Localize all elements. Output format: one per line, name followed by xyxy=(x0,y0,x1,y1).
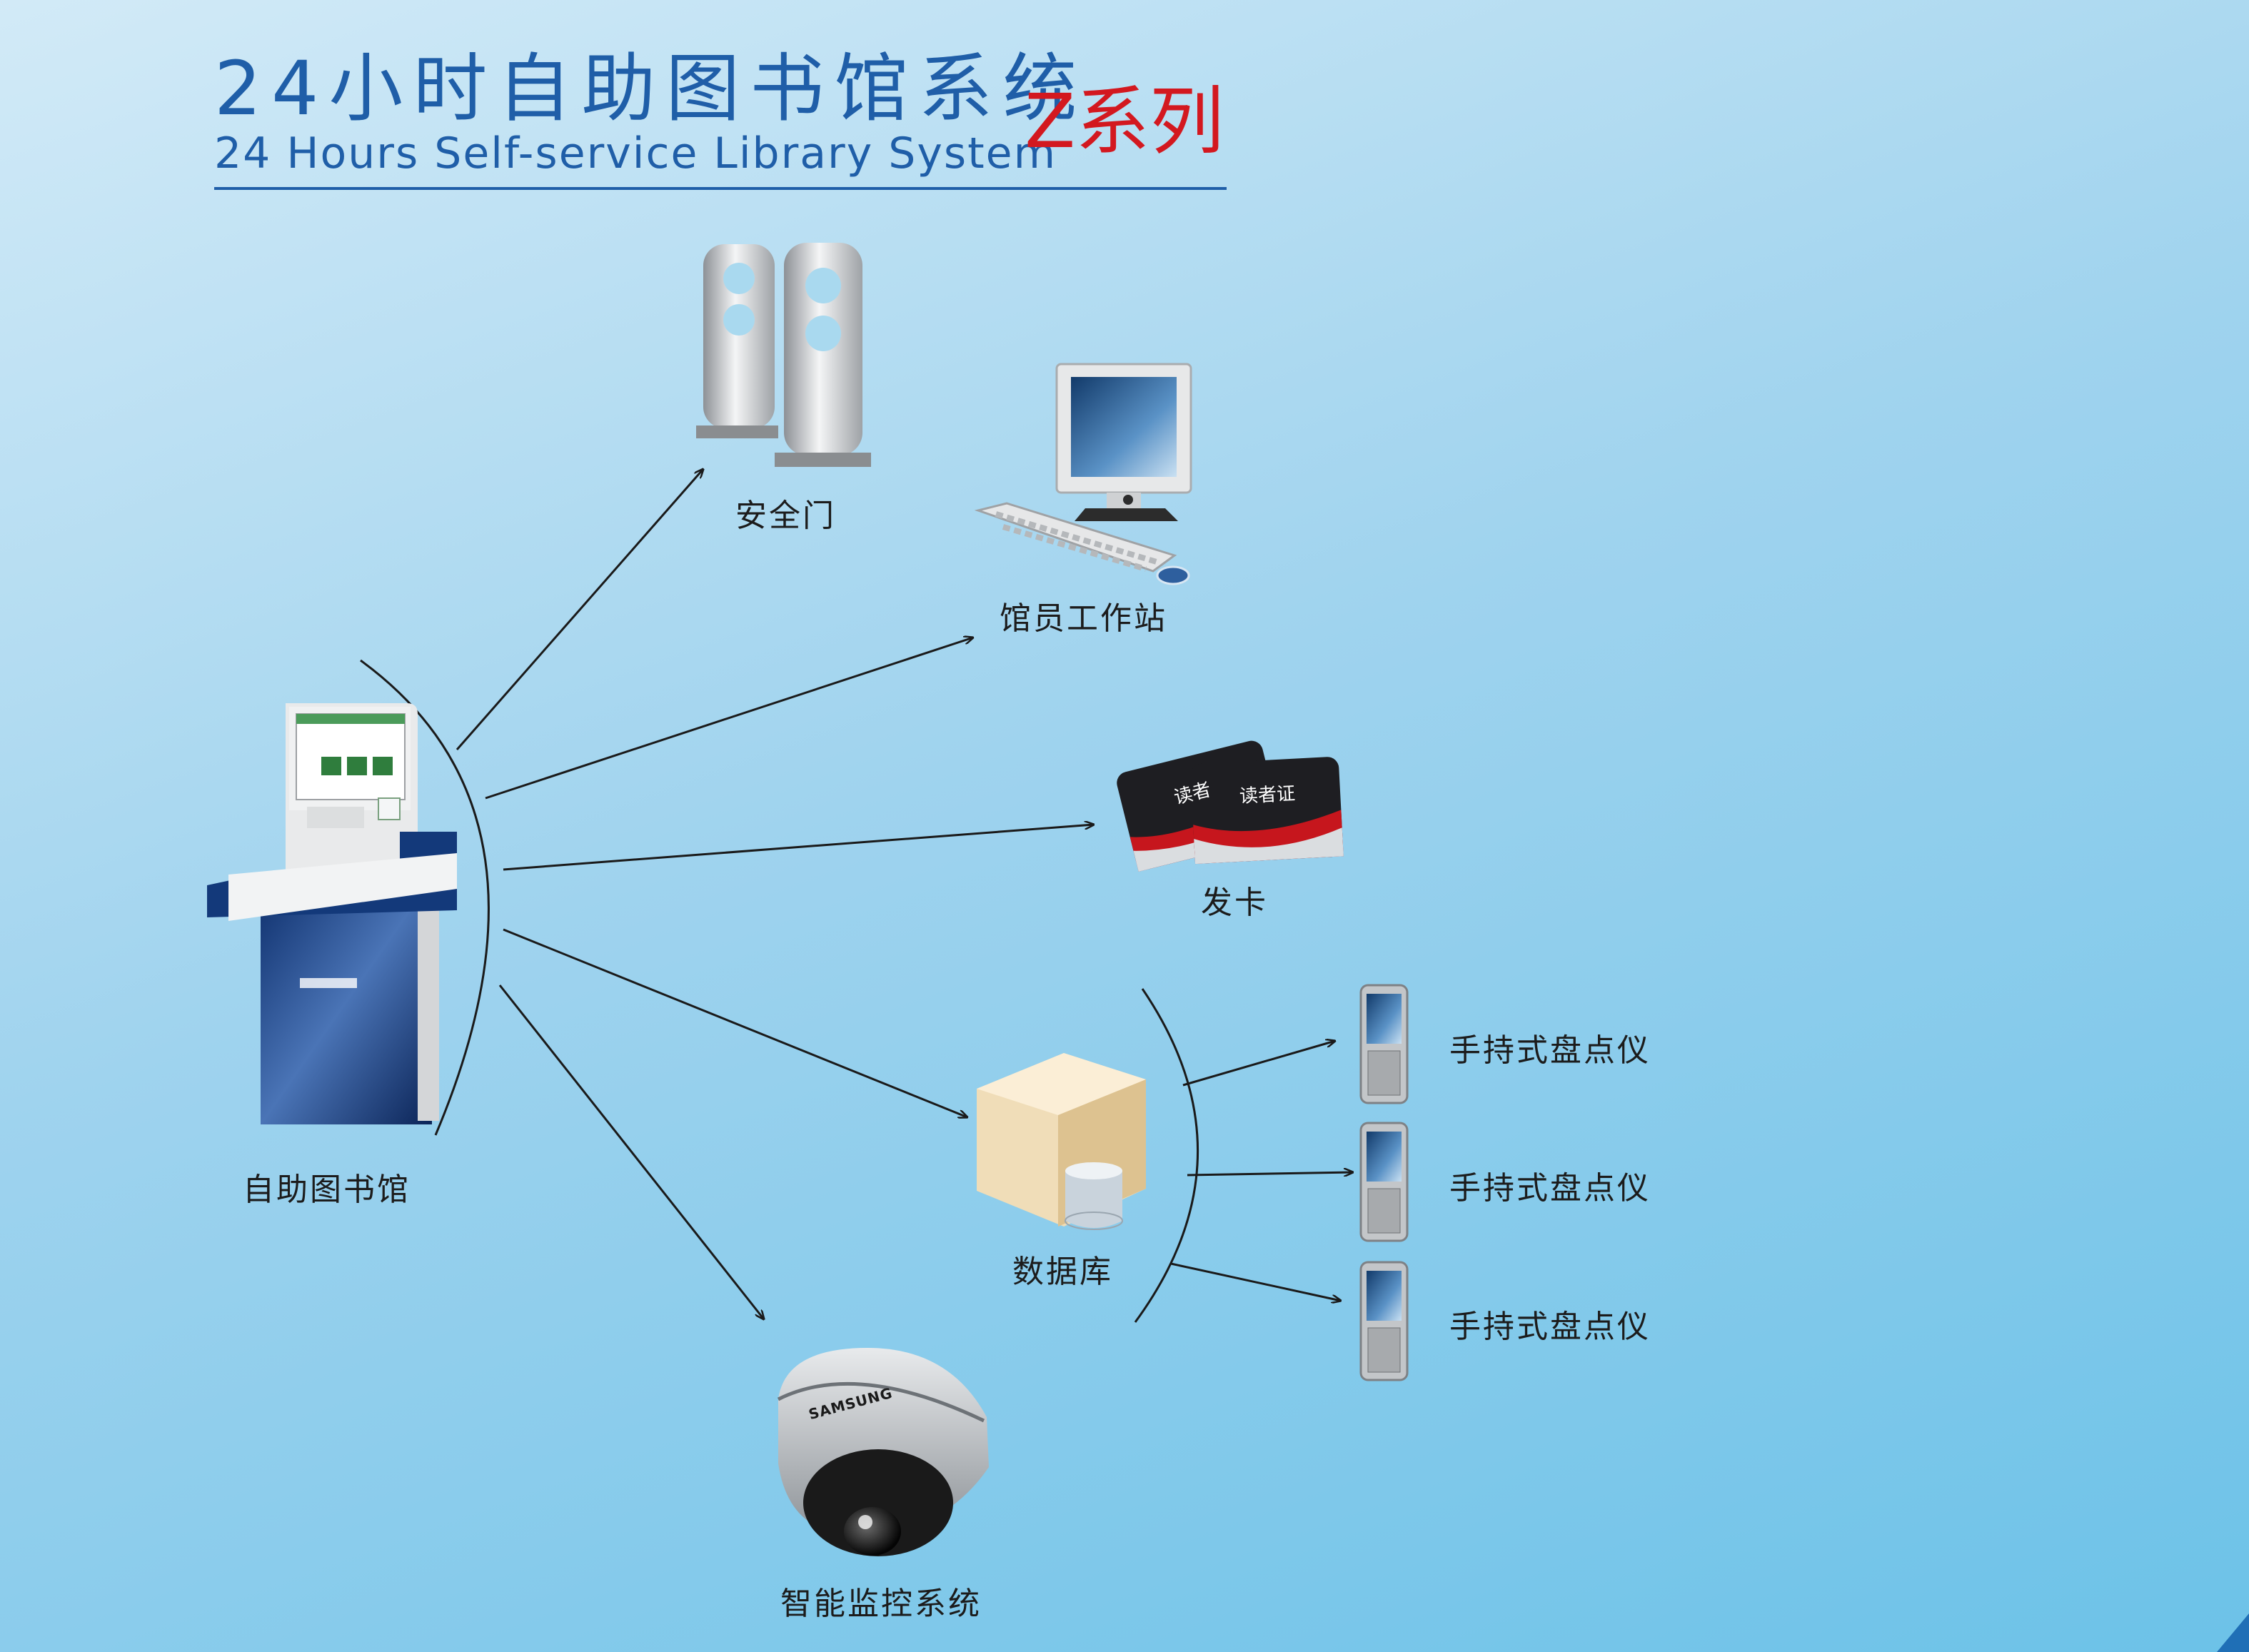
arrow-to-handheld-1 xyxy=(1182,1041,1335,1087)
label-kiosk: 自助图书馆 xyxy=(243,1172,411,1208)
title-series: Z系列 xyxy=(1025,78,1224,165)
workstation-icon xyxy=(974,363,1192,585)
label-card-issue: 发卡 xyxy=(1201,885,1268,921)
title-underline xyxy=(214,187,1227,190)
title-english: 24 Hours Self-service Library System xyxy=(214,129,1057,178)
label-security-gate: 安全门 xyxy=(735,498,836,534)
library-card-icon xyxy=(1117,740,1344,872)
label-handheld-2: 手持式盘点仪 xyxy=(1449,1170,1651,1207)
handheld-device-3-icon xyxy=(1359,1261,1409,1381)
arrow-to-handheld-3 xyxy=(1170,1262,1341,1301)
dome-camera-icon xyxy=(777,1348,989,1556)
arrow-to-handheld-2 xyxy=(1187,1172,1353,1175)
card-front-text: 读者证 xyxy=(1239,782,1296,807)
arrow-to-gate xyxy=(456,469,703,750)
kiosk-icon xyxy=(207,703,457,1124)
database-bracket-arc xyxy=(1134,988,1199,1323)
arrow-to-database xyxy=(503,928,967,1117)
title-chinese: 24小时自助图书馆系统 xyxy=(214,45,1087,132)
label-database: 数据库 xyxy=(1012,1254,1113,1290)
handheld-device-2-icon xyxy=(1359,1122,1409,1242)
label-handheld-1: 手持式盘点仪 xyxy=(1449,1032,1651,1069)
label-workstation: 馆员工作站 xyxy=(1000,600,1167,637)
label-camera-system: 智能监控系统 xyxy=(780,1586,982,1622)
arrow-to-camera xyxy=(498,984,764,1319)
security-gate-icon xyxy=(696,243,871,467)
handheld-device-1-icon xyxy=(1359,984,1409,1104)
label-handheld-3: 手持式盘点仪 xyxy=(1449,1309,1651,1345)
database-icon xyxy=(977,1053,1146,1230)
arrow-to-workstation xyxy=(485,638,973,800)
arrow-to-card xyxy=(503,825,1094,871)
